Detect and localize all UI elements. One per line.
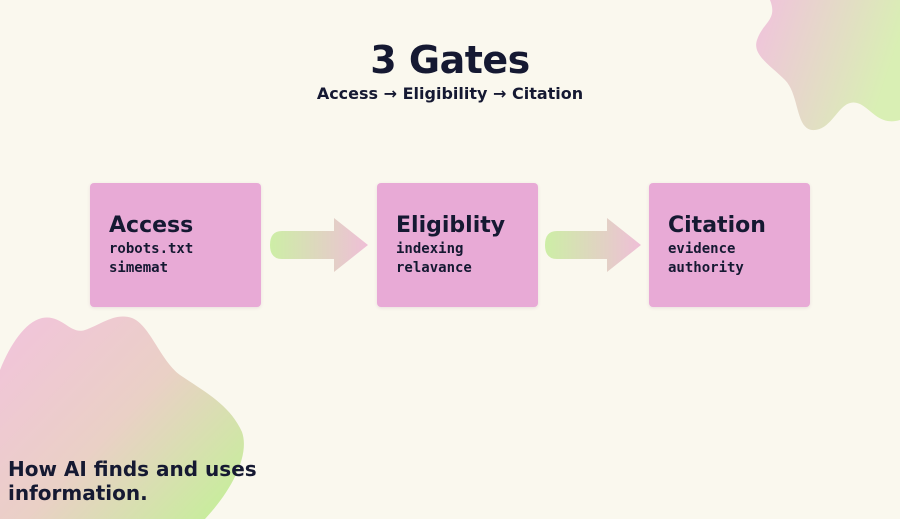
arrow-right-icon: [545, 218, 641, 272]
footer-line: information.: [8, 481, 148, 505]
gate-heading: Eligiblity: [396, 213, 506, 238]
gate-item: simemat: [109, 260, 169, 276]
footer-line: How AI finds and uses: [8, 457, 257, 481]
gate-item: evidence: [668, 241, 736, 257]
gate-heading: Citation: [668, 213, 766, 238]
gate-box-eligibility: Eligiblity indexing relavance: [377, 183, 538, 307]
gate-heading: Access: [109, 213, 194, 238]
decorative-blob-bottom-left: [0, 316, 244, 519]
footer-caption: How AI finds and uses information.: [8, 457, 257, 505]
arrow-right-icon: [270, 218, 368, 272]
gate-item: indexing: [396, 241, 464, 257]
gate-item: authority: [668, 260, 744, 276]
gate-box-access: Access robots.txt simemat: [90, 183, 261, 307]
gate-item: robots.txt: [109, 241, 194, 257]
diagram-title: 3 Gates: [370, 38, 530, 82]
gate-box-citation: Citation evidence authority: [649, 183, 810, 307]
gate-item: relavance: [396, 260, 472, 276]
diagram-subtitle: Access → Eligibility → Citation: [316, 84, 584, 103]
